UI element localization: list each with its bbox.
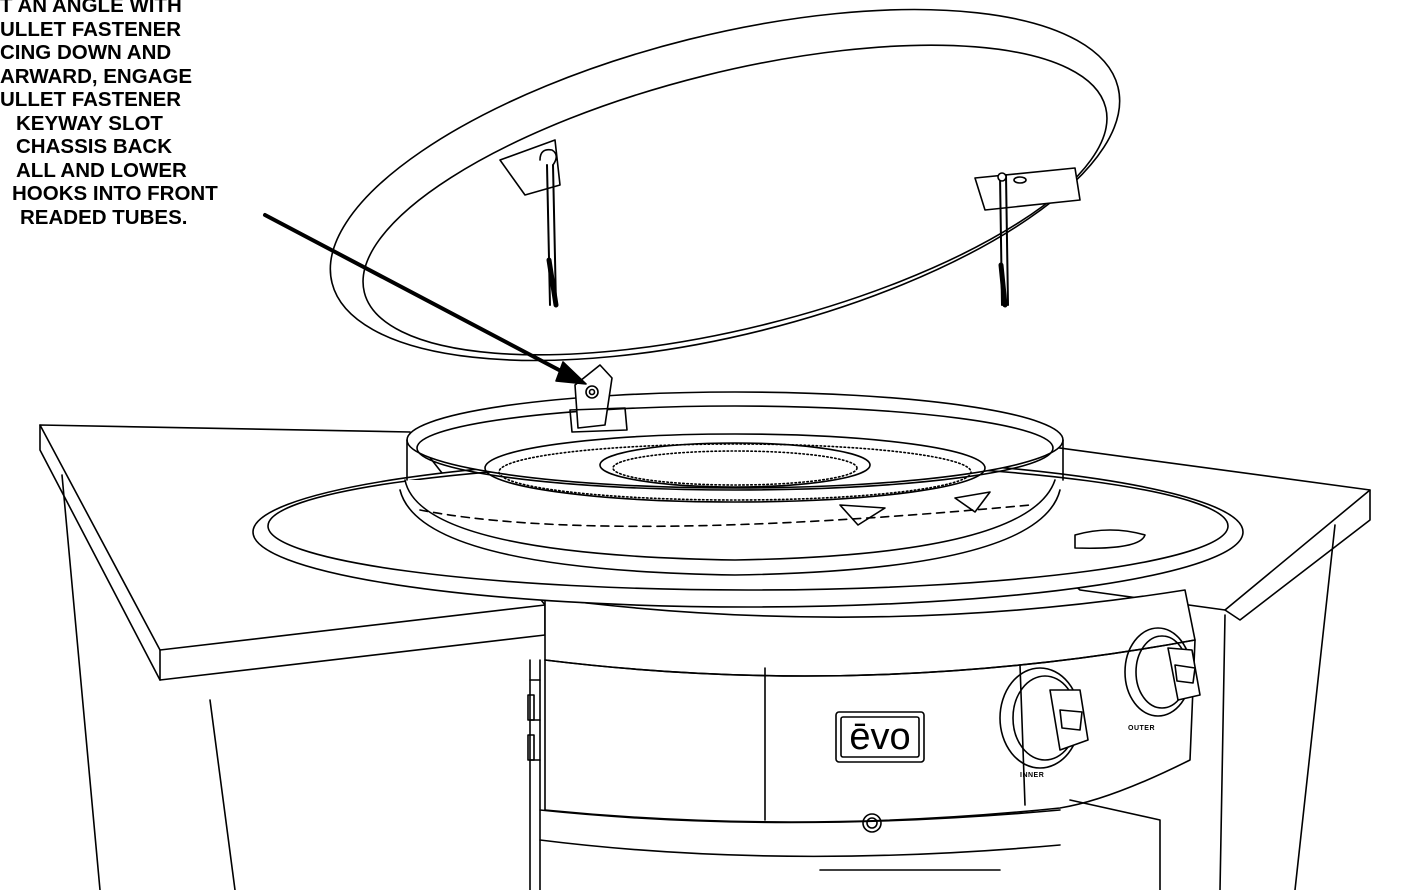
inner-burner-knob bbox=[999, 667, 1089, 769]
alignment-triangle-2 bbox=[954, 491, 991, 513]
instruction-line: HOOKS INTO FRONT bbox=[12, 182, 218, 205]
control-fascia bbox=[544, 589, 1196, 823]
instruction-line: T AN ANGLE WITH bbox=[0, 0, 182, 17]
outer-knob-label: OUTER bbox=[1128, 725, 1155, 732]
inner-knob-label: INNER bbox=[1020, 772, 1045, 779]
instruction-line: ALL AND LOWER bbox=[16, 158, 187, 182]
instruction-line: CING DOWN AND bbox=[0, 41, 172, 64]
lid-dome bbox=[329, 8, 1121, 362]
brand-badge bbox=[835, 711, 925, 763]
callout-arrow bbox=[263, 213, 587, 385]
outer-burner-knob bbox=[1124, 627, 1201, 717]
instruction-line: KEYWAY SLOT bbox=[16, 111, 163, 135]
hinge-bracket bbox=[569, 364, 628, 433]
instruction-line: ARWARD, ENGAGE bbox=[0, 64, 193, 88]
instruction-line: ULLET FASTENER bbox=[0, 88, 182, 111]
instruction-line: READED TUBES. bbox=[20, 205, 188, 229]
hook-rods bbox=[539, 148, 1009, 308]
alignment-triangle-1 bbox=[839, 504, 886, 526]
instruction-callout: T AN ANGLE WITH ULLET FASTENER CING DOWN… bbox=[0, 0, 300, 229]
instruction-line: ULLET FASTENER bbox=[0, 17, 182, 41]
instruction-line: CHASSIS BACK bbox=[16, 135, 173, 158]
brand-logo-text: ēvo bbox=[849, 716, 911, 758]
drain-hole bbox=[862, 813, 882, 833]
